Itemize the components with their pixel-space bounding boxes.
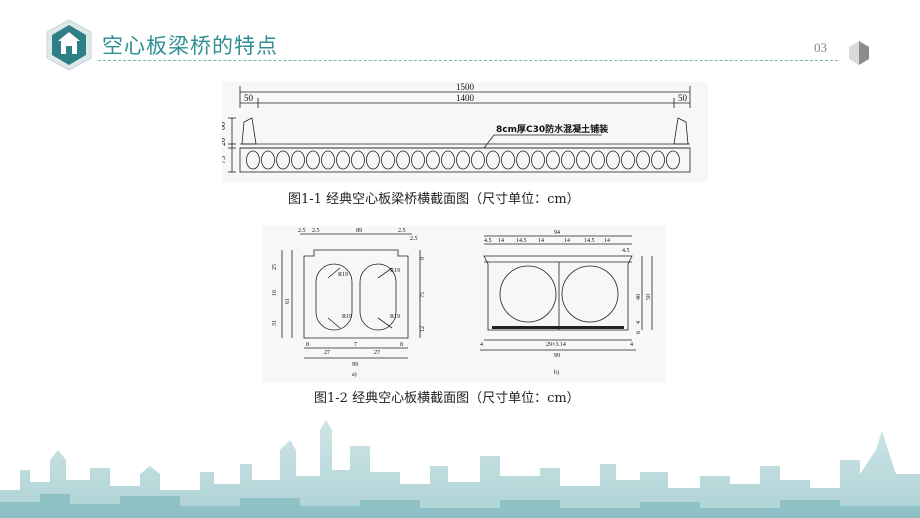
city-skyline-decoration bbox=[0, 420, 920, 518]
a-radius-3: R19 bbox=[342, 314, 352, 320]
dim-left-edge: 50 bbox=[244, 93, 254, 103]
page-number: 03 bbox=[814, 40, 827, 55]
slab-cross-section-figure: 2.5 2.5 89 2.5 2.5 25 16 31 61 9 75 12 R… bbox=[262, 226, 666, 382]
hexagon-icon bbox=[849, 41, 869, 65]
a-right-75: 75 bbox=[420, 292, 426, 298]
slide-header: 空心板梁桥的特点 03 bbox=[0, 0, 920, 80]
a-bottom-7: 7 bbox=[354, 342, 357, 348]
a-top-2-5-3: 2.5 bbox=[398, 228, 406, 234]
b-top-14-2: 14 bbox=[538, 238, 544, 244]
pavement-note: 8cm厚C30防水混凝土铺装 bbox=[496, 123, 609, 135]
figure2-caption: 图1-2 经典空心板横截面图（尺寸单位：cm） bbox=[314, 391, 580, 406]
b-right-6: 6 bbox=[636, 331, 642, 334]
a-width-99: 99 bbox=[352, 362, 358, 368]
a-bottom-27-2: 27 bbox=[374, 350, 380, 356]
a-left-31: 31 bbox=[272, 320, 278, 326]
a-radius-4: R19 bbox=[390, 314, 400, 320]
bridge-cross-section-figure: 1500 1400 50 50 60 20 75 8cm厚C30防水混凝土铺装 bbox=[222, 82, 708, 182]
a-right-12: 12 bbox=[420, 326, 426, 332]
b-right-4: 4 bbox=[636, 321, 642, 324]
b-bottom-4-1: 4 bbox=[480, 342, 483, 348]
b-top-4-5-2: 4.5 bbox=[622, 248, 630, 254]
dim-height-60: 60 bbox=[222, 122, 227, 130]
a-bottom-8-1: 8 bbox=[306, 342, 309, 348]
b-top-4-5-1: 4.5 bbox=[484, 238, 492, 244]
b-right-50: 50 bbox=[646, 294, 652, 300]
b-top-14-4: 14 bbox=[604, 238, 610, 244]
b-top-14-5-1: 14.5 bbox=[516, 238, 527, 244]
dim-height-75: 75 bbox=[222, 156, 227, 164]
a-top-2-5-4: 2.5 bbox=[410, 236, 418, 242]
a-left-16: 16 bbox=[272, 290, 278, 296]
a-right-9: 9 bbox=[420, 257, 426, 260]
a-top-2-5-2: 2.5 bbox=[312, 228, 320, 234]
house-icon bbox=[46, 19, 92, 71]
b-bottom-spacing: 29×3.14 bbox=[546, 342, 566, 348]
b-top-14-1: 14 bbox=[498, 238, 504, 244]
page-title: 空心板梁桥的特点 bbox=[102, 34, 278, 58]
figure1-caption: 图1-1 经典空心板梁桥横截面图（尺寸单位：cm） bbox=[288, 192, 580, 207]
dim-inner: 1400 bbox=[456, 93, 475, 103]
b-bottom-4-2: 4 bbox=[630, 342, 633, 348]
dim-right-edge: 50 bbox=[678, 93, 688, 103]
a-left-25: 25 bbox=[272, 264, 278, 270]
b-width-99: 99 bbox=[554, 353, 560, 359]
a-radius-2: R19 bbox=[390, 268, 400, 274]
dim-height-20: 20 bbox=[222, 138, 227, 146]
a-bottom-8-2: 8 bbox=[400, 342, 403, 348]
b-label: b) bbox=[554, 369, 559, 376]
a-top-89: 89 bbox=[356, 228, 362, 234]
a-top-2-5-1: 2.5 bbox=[298, 228, 306, 234]
a-radius-1: R19 bbox=[338, 272, 348, 278]
a-label: a) bbox=[352, 371, 357, 378]
dim-total: 1500 bbox=[456, 82, 475, 92]
b-right-40: 40 bbox=[636, 294, 642, 300]
b-top-94: 94 bbox=[554, 230, 560, 236]
b-top-14-3: 14 bbox=[564, 238, 570, 244]
b-top-14-5-2: 14.5 bbox=[584, 238, 595, 244]
header-divider bbox=[98, 60, 838, 61]
a-bottom-27-1: 27 bbox=[324, 350, 330, 356]
a-left-61: 61 bbox=[285, 298, 291, 304]
